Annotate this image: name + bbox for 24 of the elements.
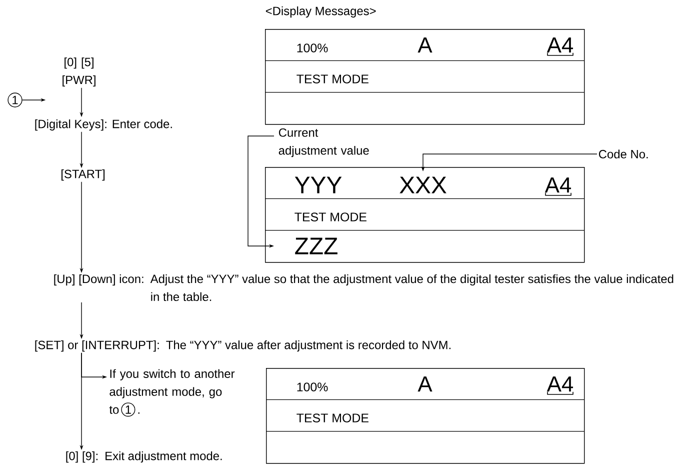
display-text: TEST MODE	[296, 74, 368, 84]
display-text: YYY	[294, 176, 342, 194]
display-text: 100%	[297, 382, 328, 392]
step-text: [0] [5] [PWR]	[62, 57, 96, 87]
display-text: A4	[546, 37, 574, 56]
circled-number: 1	[8, 92, 22, 108]
step-text: If you switch to another adjustment mode, go to 1 .	[109, 369, 235, 417]
step-text: Current adjustment value	[278, 128, 369, 158]
display-text: A	[418, 376, 432, 392]
step-text: [Digital Keys]: Enter code.	[35, 119, 172, 131]
step-text: Code No.	[598, 150, 648, 158]
step-text: [SET] or [INTERRUPT]: The “YYY” value after adjustment is recorded to NVM.	[35, 340, 450, 352]
display-text: XXX	[400, 176, 446, 194]
display-text: 100%	[297, 44, 328, 52]
display-text: ZZZ	[295, 238, 338, 254]
step-text: [Up] [Down] icon: Adjust the “YYY” value so that the adjustment value of the digital tester satisfies the value indicated in the table.	[54, 274, 674, 302]
display-text: A4	[544, 177, 572, 196]
step-text: [START]	[62, 169, 105, 181]
display-text: A4	[546, 376, 574, 395]
display-text: TEST MODE	[294, 212, 366, 222]
display-text: A	[418, 37, 432, 53]
heading: <Display Messages>	[266, 6, 376, 18]
display-text: TEST MODE	[296, 414, 368, 422]
step-text: [0] [9]: Exit adjustment mode.	[66, 451, 222, 463]
